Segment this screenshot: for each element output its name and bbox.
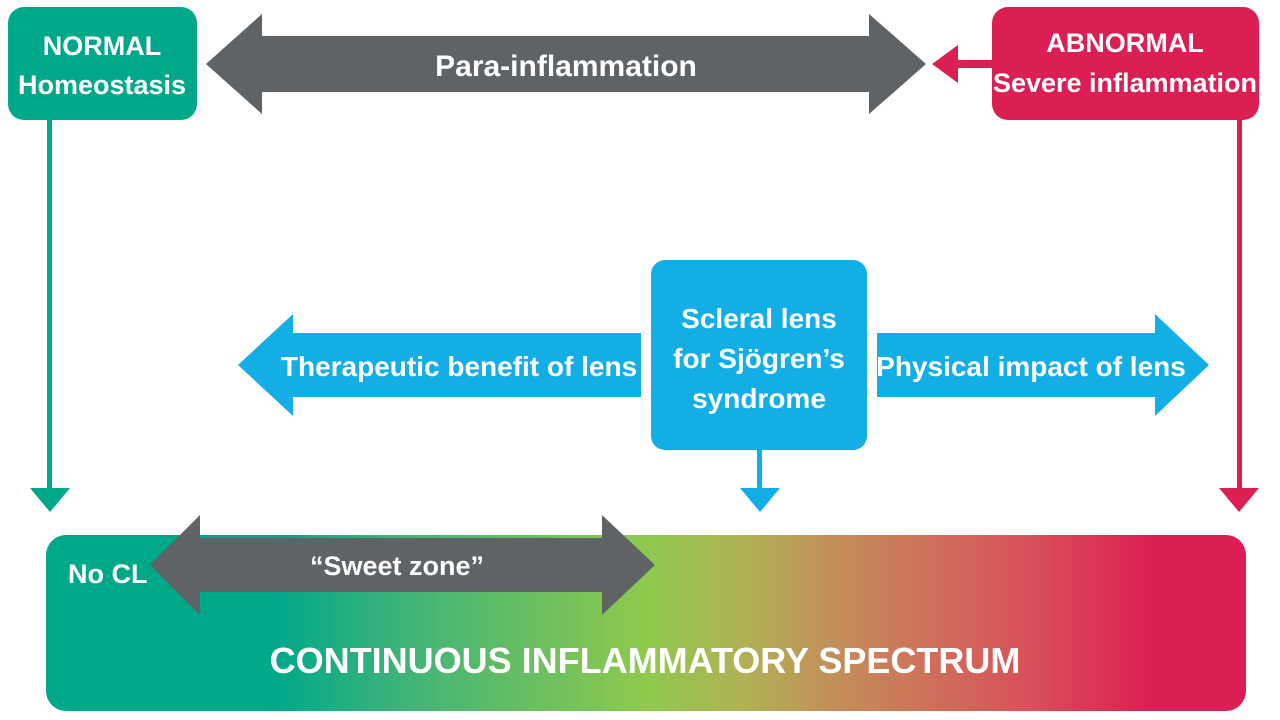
center-line-2: for Sjögren’s (673, 343, 845, 374)
homeostasis-label: Homeostasis (18, 70, 186, 100)
scleral-lens-box (651, 260, 867, 450)
physical-impact-label: Physical impact of lens (876, 351, 1186, 382)
therapeutic-benefit-arrow (238, 314, 641, 416)
abnormal-to-para-arrow (932, 45, 992, 83)
center-down-arrowhead (740, 488, 780, 512)
center-line-1: Scleral lens (681, 303, 837, 334)
physical-impact-arrow (877, 314, 1209, 416)
center-down-line (757, 450, 762, 490)
sweet-zone-arrow (150, 515, 655, 615)
para-inflammation-label: Para-inflammation (435, 50, 697, 83)
para-inflammation-arrow (206, 14, 926, 114)
abnormal-down-line (1237, 120, 1242, 490)
severe-inflammation-label: Severe inflammation (993, 68, 1257, 98)
no-cl-label: No CL (68, 559, 147, 589)
abnormal-down-arrowhead (1219, 488, 1259, 512)
normal-label: NORMAL (43, 31, 161, 61)
spectrum-title: CONTINUOUS INFLAMMATORY SPECTRUM (270, 640, 1021, 681)
center-line-3: syndrome (692, 383, 826, 414)
normal-down-line (47, 120, 52, 490)
abnormal-box (992, 7, 1259, 120)
abnormal-label: ABNORMAL (1046, 28, 1203, 58)
normal-box (8, 7, 197, 120)
therapeutic-benefit-label: Therapeutic benefit of lens (281, 351, 637, 382)
normal-down-arrowhead (30, 488, 70, 512)
sweet-zone-label: “Sweet zone” (310, 551, 484, 581)
